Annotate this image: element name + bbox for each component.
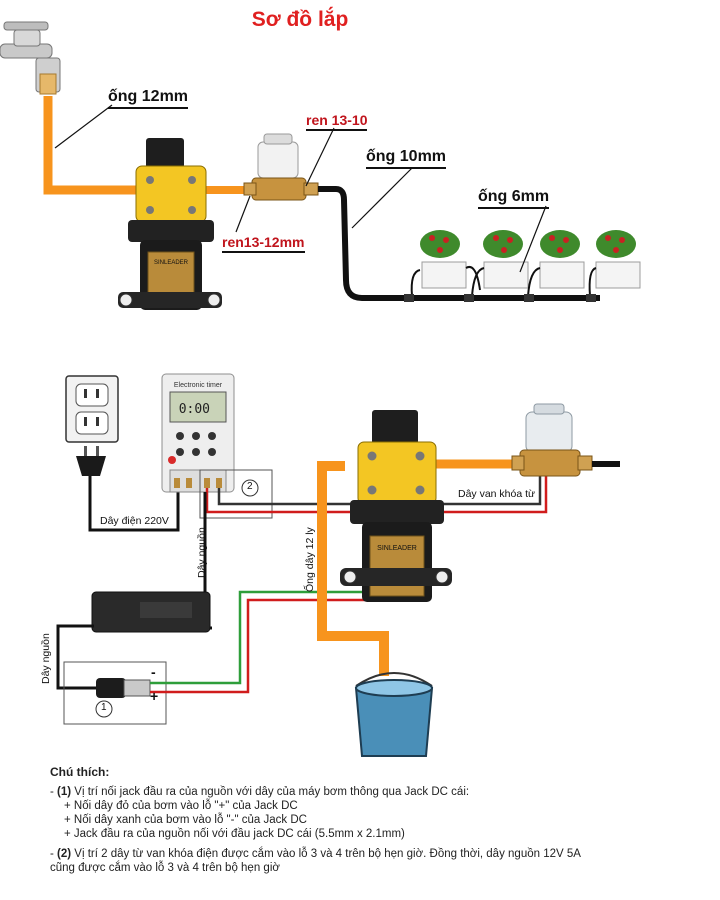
label-pipe-12mm: ống 12mm bbox=[108, 88, 189, 109]
power-adapter bbox=[91, 591, 211, 633]
pipe-12mm-pointer bbox=[54, 104, 113, 149]
timer-label: Electronic timer bbox=[174, 382, 223, 389]
wall-outlet-icon bbox=[65, 375, 119, 443]
note-1-sub-1: + Nối dây đỏ của bơm vào lỗ "+" của Jack… bbox=[64, 800, 298, 812]
point-2-number: 2 bbox=[247, 481, 253, 492]
hose-10mm-pointer bbox=[351, 167, 413, 229]
point-2-circle bbox=[241, 479, 259, 497]
power-wire-left bbox=[56, 624, 96, 690]
label-pipe-10mm: ống 10mm bbox=[366, 148, 447, 169]
faucet-icon bbox=[0, 21, 61, 95]
timer-device bbox=[161, 373, 235, 493]
pump-top-brand: SINLEADER bbox=[154, 260, 189, 266]
point-1-number: 1 bbox=[101, 702, 107, 713]
pump-top bbox=[118, 138, 222, 310]
label-valve-wire: Dây van khóa từ bbox=[458, 488, 536, 500]
note-1-marker: (1) bbox=[57, 786, 72, 798]
label-thread-13-10: ren 13-10 bbox=[306, 112, 368, 131]
pipe-12-ly bbox=[317, 461, 389, 676]
timer-display: 0:00 bbox=[179, 402, 210, 417]
water-bucket bbox=[354, 672, 434, 757]
note-2: - (2) Vị trí 2 dây từ van khóa điện được… bbox=[50, 848, 581, 860]
pipe-12mm bbox=[43, 96, 150, 195]
diagram-title: Sơ đồ lắp bbox=[251, 8, 349, 31]
jack-plus: + bbox=[150, 688, 159, 704]
wire-220v bbox=[88, 476, 180, 532]
pump-bottom-brand: SINLEADER bbox=[377, 545, 417, 552]
plant-pots bbox=[404, 230, 641, 302]
solenoid-valve-top bbox=[243, 133, 319, 201]
jack-minus: - bbox=[151, 664, 156, 680]
note-2-marker: (2) bbox=[57, 848, 72, 860]
dc-jack-icon bbox=[96, 678, 151, 698]
notes-heading: Chú thích: bbox=[50, 765, 110, 779]
note-1: - (1) Vị trí nối jack đầu ra của nguồn v… bbox=[50, 786, 470, 798]
pump-bottom bbox=[340, 410, 452, 602]
note-2-text: Vị trí 2 dây từ van khóa điện được cắm v… bbox=[74, 848, 581, 860]
point-2-box bbox=[199, 469, 273, 519]
solenoid-valve-bottom bbox=[511, 403, 593, 477]
note-1-text: Vị trí nối jack đầu ra của nguồn với dây… bbox=[74, 786, 470, 798]
label-wire-220v: Dây điện 220V bbox=[100, 515, 169, 527]
label-power-wire-right: Dây nguồn bbox=[196, 527, 208, 578]
point-1-circle bbox=[95, 700, 113, 718]
thread-13-12-pointer bbox=[235, 195, 251, 233]
label-power-wire-left: Dây nguồn bbox=[40, 633, 52, 684]
label-thread-13-12: ren13-12mm bbox=[222, 234, 305, 253]
power-plug-icon bbox=[76, 446, 106, 476]
label-pipe-12-ly: Ống dây 12 ly bbox=[304, 527, 316, 592]
thread-13-10-pointer bbox=[305, 127, 335, 187]
hose-10mm bbox=[318, 186, 600, 301]
note-1-sub-3: + Jack đầu ra của nguồn nối với đầu jack… bbox=[64, 828, 405, 840]
label-pipe-6mm: ống 6mm bbox=[478, 188, 550, 209]
pipe-6mm-pointer bbox=[519, 205, 547, 273]
note-1-sub-2: + Nối dây xanh của bơm vào lỗ "-" của Ja… bbox=[64, 814, 307, 826]
notes-section: Chú thích: - (1) Vị trí nối jack đầu ra … bbox=[50, 765, 710, 875]
note-2-text-continued: cũng được cắm vào lỗ 3 và 4 trên bộ hẹn … bbox=[50, 862, 280, 874]
